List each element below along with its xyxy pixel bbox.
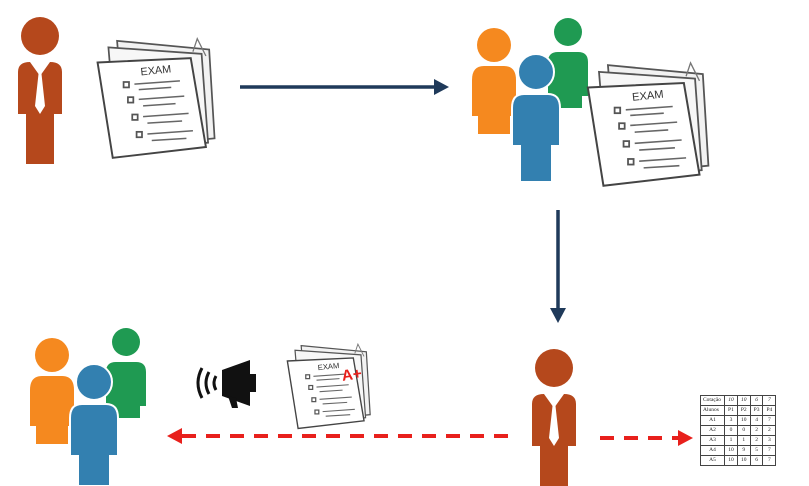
table-cell: 10 xyxy=(724,455,738,466)
table-cell: A5 xyxy=(699,455,726,466)
table-row: A1 3 10 4 7 xyxy=(699,415,777,426)
exam-papers-students: EXAM xyxy=(574,54,720,188)
flow-arrow-right xyxy=(240,79,449,95)
table-row: A5 10 10 6 7 xyxy=(699,455,777,466)
feedback-arrow-right xyxy=(600,430,693,446)
teacher-figure-top xyxy=(14,14,66,164)
graded-exam: EXAM A+ xyxy=(278,338,378,430)
table-cell: 2 xyxy=(749,435,764,446)
table-cell: 9 xyxy=(736,445,751,456)
students-group-bottom xyxy=(24,326,152,486)
person-with-tie-icon xyxy=(532,349,576,486)
exam-title-2: EXAM xyxy=(632,89,665,104)
table-cell: A4 xyxy=(699,445,726,456)
table-row: A2 0 0 2 2 xyxy=(699,425,777,436)
exam-papers-teacher: EXAM xyxy=(82,30,228,160)
graded-exam-paper-icon: EXAM A+ xyxy=(278,338,378,430)
group-of-people-icon xyxy=(472,18,588,183)
table-cell: 5 xyxy=(749,445,764,456)
students-group-top xyxy=(466,16,594,183)
announcement xyxy=(192,356,264,410)
table-header-cell: P3 xyxy=(749,405,764,416)
table-cell: 3 xyxy=(724,415,738,426)
table-cell: 1 xyxy=(724,435,738,446)
table-header-cell: P1 xyxy=(724,405,738,416)
table-cell: 10 xyxy=(736,455,751,466)
table-cell: 7 xyxy=(762,395,777,406)
table-cell: 6 xyxy=(749,455,764,466)
teacher-figure-bottom xyxy=(528,346,580,486)
table-cell: A3 xyxy=(699,435,726,446)
exam-title-1: EXAM xyxy=(140,63,172,78)
table-header-cell: Alunos xyxy=(699,405,726,416)
table-cell: 7 xyxy=(762,415,777,426)
grade-mark: A+ xyxy=(341,365,363,385)
table-cell: A2 xyxy=(699,425,726,436)
table-cell: 2 xyxy=(762,425,777,436)
table-header-cell: P4 xyxy=(762,405,777,416)
table-cell: A1 xyxy=(699,415,726,426)
table-cell: 6 xyxy=(749,395,764,406)
grade-table-header-row: Alunos P1 P2 P3 P4 xyxy=(699,405,777,416)
grade-table-weights-row: Cotação 10 10 6 7 xyxy=(699,395,777,406)
table-cell: 7 xyxy=(762,445,777,456)
megaphone-icon xyxy=(196,360,256,408)
group-of-people-icon xyxy=(30,328,146,486)
exam-title-3: EXAM xyxy=(317,361,340,372)
table-cell: 4 xyxy=(749,415,764,426)
feedback-arrow-left xyxy=(167,428,518,444)
person-with-tie-icon xyxy=(18,17,62,164)
table-cell: Cotação xyxy=(699,395,726,406)
table-cell: 0 xyxy=(724,425,738,436)
table-cell: 3 xyxy=(762,435,777,446)
table-cell: 10 xyxy=(724,445,738,456)
flow-arrow-down xyxy=(550,210,566,323)
exam-papers-icon: EXAM xyxy=(82,30,228,160)
table-cell: 10 xyxy=(736,415,751,426)
table-cell: 10 xyxy=(736,395,751,406)
table-row: A4 10 9 5 7 xyxy=(699,445,777,456)
table-row: A3 1 1 2 3 xyxy=(699,435,777,446)
table-cell: 10 xyxy=(724,395,738,406)
table-cell: 2 xyxy=(749,425,764,436)
table-header-cell: P2 xyxy=(736,405,751,416)
table-cell: 1 xyxy=(736,435,751,446)
table-cell: 7 xyxy=(762,455,777,466)
grade-table: Cotação 10 10 6 7 Alunos P1 P2 P3 P4 A1 … xyxy=(699,395,777,466)
exam-papers-icon: EXAM xyxy=(574,54,720,188)
table-cell: 0 xyxy=(736,425,751,436)
